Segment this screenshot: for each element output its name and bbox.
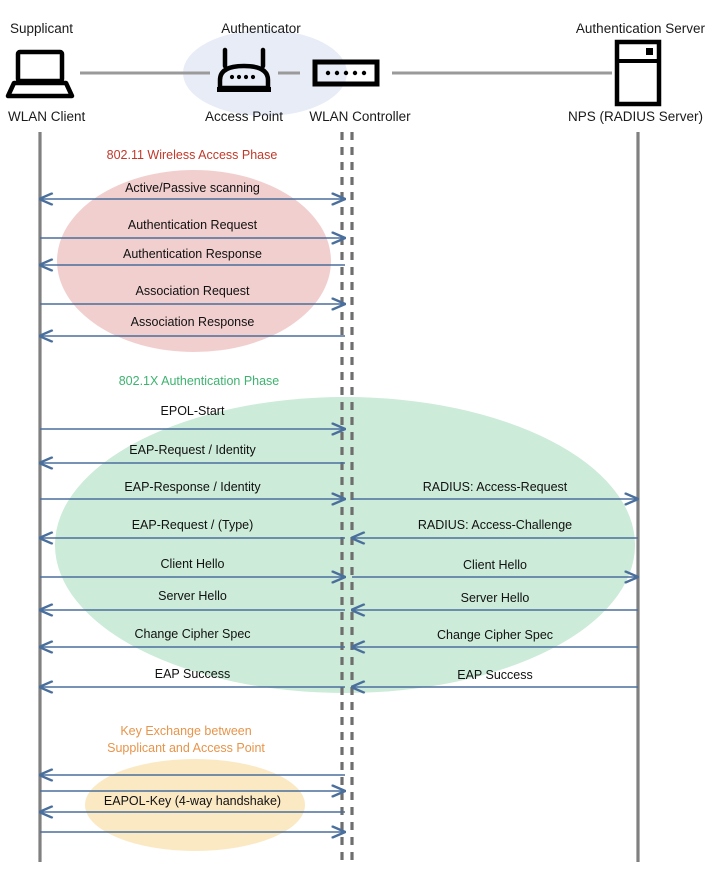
message-m14: RADIUS: Access-Request: [352, 480, 638, 499]
message-label: RADIUS: Access-Request: [423, 480, 568, 494]
message-m15: RADIUS: Access-Challenge: [352, 518, 638, 538]
message-label: Client Hello: [463, 558, 527, 572]
message-label: Client Hello: [161, 557, 225, 571]
message-m12: Change Cipher Spec: [40, 627, 345, 647]
phase-title-80211: 802.11 Wireless Access Phase: [107, 148, 278, 162]
message-label: Association Request: [136, 284, 250, 298]
actor-device-wlan-client: WLAN Client: [8, 109, 86, 124]
message-m2: Authentication Request: [40, 218, 345, 238]
message-label: Change Cipher Spec: [134, 627, 250, 641]
message-label: EPOL-Start: [161, 404, 225, 418]
message-label: Server Hello: [461, 591, 530, 605]
actor-role-supplicant: Supplicant: [10, 21, 73, 36]
message-m8: EAP-Response / Identity: [40, 480, 345, 499]
message-m5: Association Response: [40, 315, 345, 336]
phase-ellipse-8021x: [55, 397, 635, 693]
phase-title-key-line1: Key Exchange between: [120, 724, 251, 738]
message-m13: EAP Success: [40, 667, 345, 687]
laptop-icon: [5, 49, 75, 99]
message-m7: EAP-Request / Identity: [40, 443, 345, 463]
message-label: RADIUS: Access-Challenge: [418, 518, 572, 532]
message-label: Server Hello: [158, 589, 227, 603]
controller-box-icon: [312, 59, 380, 87]
message-m17: Server Hello: [352, 591, 638, 610]
message-m22: EAPOL-Key (4-way handshake): [40, 794, 345, 812]
server-tower-icon: [614, 39, 662, 107]
message-m3: Authentication Response: [40, 247, 345, 265]
message-m4: Association Request: [40, 284, 345, 304]
phase-title-key-line2: Supplicant and Access Point: [107, 741, 265, 755]
message-m18: Change Cipher Spec: [352, 628, 638, 647]
message-m9: EAP-Request / (Type): [40, 518, 345, 538]
message-m11: Server Hello: [40, 589, 345, 610]
phase-ellipse-key: [85, 759, 305, 851]
message-label: Active/Passive scanning: [125, 181, 260, 195]
actor-role-authenticator: Authenticator: [221, 21, 301, 36]
phase-ellipse-80211: [57, 170, 331, 352]
message-label: Authentication Request: [128, 218, 258, 232]
actor-device-nps: NPS (RADIUS Server): [568, 109, 703, 124]
message-m16: Client Hello: [352, 558, 638, 577]
message-label: EAP Success: [457, 668, 533, 682]
message-label: Authentication Response: [123, 247, 262, 261]
message-label: EAPOL-Key (4-way handshake): [104, 794, 281, 808]
message-m6: EPOL-Start: [40, 404, 345, 429]
message-label: EAP-Request / (Type): [132, 518, 254, 532]
wireless-router-icon: [217, 47, 271, 92]
phase-title-8021x: 802.1X Authentication Phase: [119, 374, 280, 388]
message-m10: Client Hello: [40, 557, 345, 577]
message-label: EAP-Request / Identity: [129, 443, 256, 457]
actor-device-wlan-controller: WLAN Controller: [309, 109, 411, 124]
actor-role-auth-server: Authentication Server: [576, 21, 706, 36]
message-label: EAP-Response / Identity: [124, 480, 261, 494]
message-label: Change Cipher Spec: [437, 628, 553, 642]
message-label: EAP Success: [155, 667, 231, 681]
message-m19: EAP Success: [352, 668, 638, 687]
message-label: Association Response: [131, 315, 255, 329]
message-m1: Active/Passive scanning: [40, 181, 345, 199]
actor-device-access-point: Access Point: [205, 109, 283, 124]
